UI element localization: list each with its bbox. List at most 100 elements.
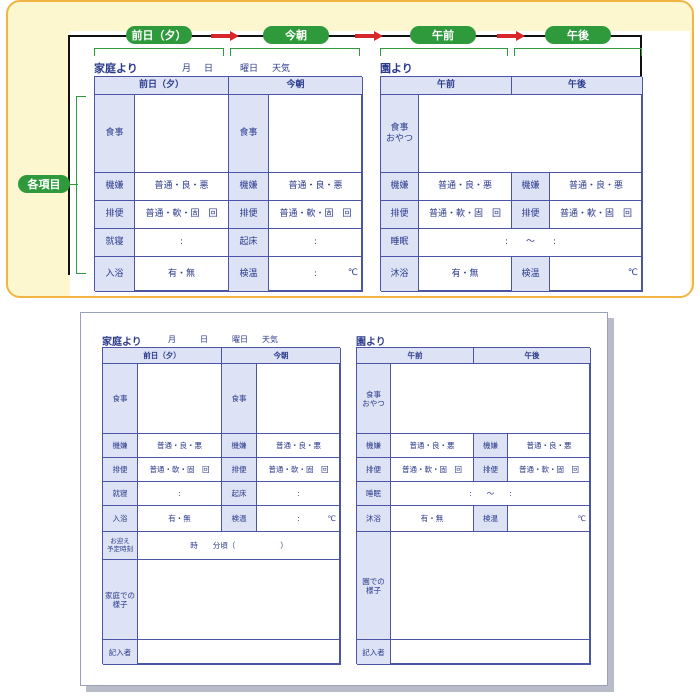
- row-label: 食事: [222, 364, 257, 434]
- row-label: 記入者: [357, 640, 391, 665]
- stool-options[interactable]: 普通・軟・固 回: [391, 458, 474, 482]
- row-label: 機嫌: [512, 173, 550, 201]
- row-label: 機嫌: [103, 434, 138, 458]
- arrow-icon: [355, 31, 385, 41]
- zoom-month: 月: [182, 64, 192, 74]
- row-label: 排便: [357, 458, 391, 482]
- pickup-time-field[interactable]: 時 分頃（ ）: [138, 532, 341, 560]
- bath-options[interactable]: 有・無: [135, 257, 229, 292]
- zoom-family-heading: 家庭より: [94, 62, 138, 75]
- row-label: 機嫌: [357, 434, 391, 458]
- col-header: 午後: [512, 77, 643, 95]
- step-this-morning: 今朝: [263, 26, 329, 44]
- stool-options[interactable]: 普通・軟・固 回: [257, 458, 341, 482]
- items-label: 各項目: [18, 175, 70, 193]
- weekday-label: 曜日: [232, 335, 248, 344]
- col-header: 午前: [381, 77, 512, 95]
- row-label: 検温: [222, 506, 257, 532]
- zoom-school-heading: 園より: [380, 62, 413, 75]
- row-label: 機嫌: [222, 434, 257, 458]
- step-previous-evening: 前日（夕）: [126, 26, 192, 44]
- bracket-afternoon: [514, 48, 642, 56]
- colon-mark: :: [297, 514, 300, 523]
- school-heading: 園より: [356, 337, 386, 348]
- meal-field[interactable]: [269, 95, 363, 173]
- row-label: 家庭での 様子: [103, 560, 138, 640]
- mood-options[interactable]: 普通・良・悪: [419, 173, 512, 201]
- row-label: 機嫌: [381, 173, 419, 201]
- mood-options[interactable]: 普通・良・悪: [391, 434, 474, 458]
- row-label: 沐浴: [357, 506, 391, 532]
- row-label: 排便: [229, 201, 269, 229]
- mood-options[interactable]: 普通・良・悪: [135, 173, 229, 201]
- meal-field[interactable]: [391, 364, 591, 434]
- stool-options[interactable]: 普通・軟・固 回: [138, 458, 222, 482]
- row-label: 検温: [512, 257, 550, 292]
- meal-field[interactable]: [419, 95, 643, 173]
- row-label: 就寝: [95, 229, 135, 257]
- row-label: 検温: [474, 506, 508, 532]
- row-label: 検温: [229, 257, 269, 292]
- col-header: 今朝: [229, 77, 363, 95]
- row-label: 排便: [95, 201, 135, 229]
- mood-options[interactable]: 普通・良・悪: [508, 434, 591, 458]
- row-label: 排便: [474, 458, 508, 482]
- school-state-field[interactable]: [391, 532, 591, 640]
- mood-options[interactable]: 普通・良・悪: [138, 434, 222, 458]
- bracket-previous-evening: [94, 48, 224, 56]
- sheet-left-edge: [68, 35, 70, 275]
- row-label: 沐浴: [381, 257, 419, 292]
- row-label: お迎え 予定時刻: [103, 532, 138, 560]
- mood-options[interactable]: 普通・良・悪: [550, 173, 643, 201]
- temp-field[interactable]: : ℃: [269, 257, 363, 292]
- temp-field[interactable]: : ℃: [257, 506, 341, 532]
- row-label: 起床: [222, 482, 257, 506]
- row-label: 記入者: [103, 640, 138, 665]
- row-label: 機嫌: [95, 173, 135, 201]
- stool-options[interactable]: 普通・軟・固 回: [269, 201, 363, 229]
- zoom-school-table: 午前 午後 食事 おやつ 機嫌 普通・良・悪 機嫌 普通・良・悪 排便 普通・軟…: [380, 76, 643, 292]
- mood-options[interactable]: 普通・良・悪: [269, 173, 363, 201]
- meal-field[interactable]: [135, 95, 229, 173]
- bracket-this-morning: [230, 48, 360, 56]
- temp-field[interactable]: ℃: [550, 257, 643, 292]
- degree-unit: ℃: [347, 268, 358, 278]
- mood-options[interactable]: 普通・良・悪: [257, 434, 341, 458]
- writer-field[interactable]: [138, 640, 341, 665]
- stool-options[interactable]: 普通・軟・固 回: [419, 201, 512, 229]
- wake-time-field[interactable]: :: [257, 482, 341, 506]
- zoom-weather: 天気: [272, 64, 291, 74]
- row-label: 入浴: [95, 257, 135, 292]
- stool-options[interactable]: 普通・軟・固 回: [508, 458, 591, 482]
- row-label: 睡眠: [381, 229, 419, 257]
- col-header: 午前: [357, 348, 474, 364]
- nap-time-field[interactable]: : 〜 :: [419, 229, 643, 257]
- bracket-connector: [66, 184, 78, 185]
- row-label: 睡眠: [357, 482, 391, 506]
- row-label: 食事: [95, 95, 135, 173]
- row-label: 就寝: [103, 482, 138, 506]
- degree-unit: ℃: [577, 514, 586, 523]
- zoom-weekday: 曜日: [240, 64, 259, 74]
- degree-unit: ℃: [627, 268, 638, 278]
- row-label: 機嫌: [474, 434, 508, 458]
- stool-options[interactable]: 普通・軟・固 回: [135, 201, 229, 229]
- writer-field[interactable]: [391, 640, 591, 665]
- meal-field[interactable]: [257, 364, 341, 434]
- temp-field[interactable]: ℃: [508, 506, 591, 532]
- bath-options[interactable]: 有・無: [391, 506, 474, 532]
- sleep-time-field[interactable]: :: [135, 229, 229, 257]
- step-afternoon: 午後: [545, 26, 611, 44]
- row-label: 排便: [512, 201, 550, 229]
- nap-time-field[interactable]: : 〜 :: [391, 482, 591, 506]
- bath-options[interactable]: 有・無: [138, 506, 222, 532]
- meal-field[interactable]: [138, 364, 222, 434]
- col-header: 前日（夕）: [95, 77, 229, 95]
- bracket-morning: [380, 48, 508, 56]
- home-state-field[interactable]: [138, 560, 341, 640]
- stool-options[interactable]: 普通・軟・固 回: [550, 201, 643, 229]
- zoom-family-table: 前日（夕） 今朝 食事 食事 機嫌 普通・良・悪 機嫌 普通・良・悪 排便 普通…: [94, 76, 363, 292]
- bath-options[interactable]: 有・無: [419, 257, 512, 292]
- wake-time-field[interactable]: :: [269, 229, 363, 257]
- sleep-time-field[interactable]: :: [138, 482, 222, 506]
